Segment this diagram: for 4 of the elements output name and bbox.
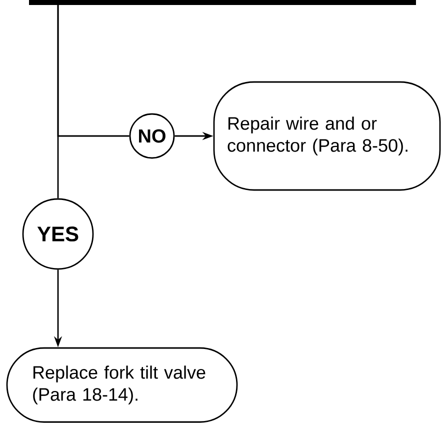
action-box: Repair wire and or connector (Para 8-50). — [213, 81, 441, 191]
bus-bar — [29, 0, 416, 5]
action-box: Replace fork tilt valve (Para 18-14). — [6, 347, 238, 423]
connector-line — [57, 5, 59, 198]
